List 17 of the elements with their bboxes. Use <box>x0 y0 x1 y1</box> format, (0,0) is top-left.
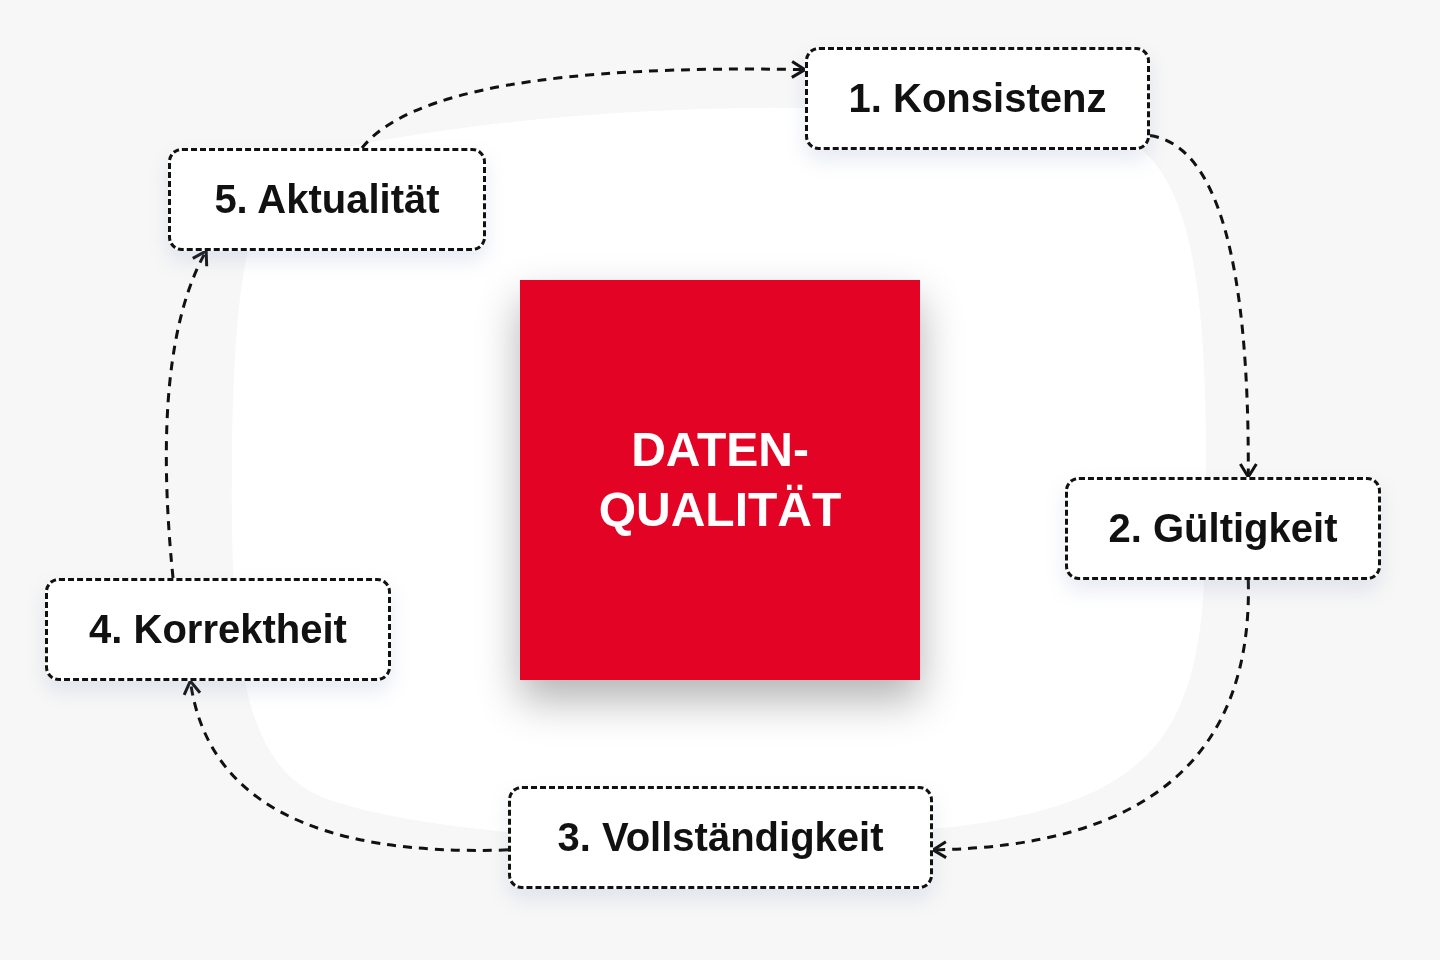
arrow <box>1149 134 1258 479</box>
node-label: 3. Vollständigkeit <box>557 815 884 860</box>
node-label: 5. Aktualität <box>214 177 440 222</box>
node-label: 2. Gültigkeit <box>1108 506 1338 551</box>
arrow <box>360 60 807 150</box>
arrow <box>931 579 1250 859</box>
process-box <box>508 786 933 889</box>
node-label: DATEN- QUALITÄT <box>597 422 843 538</box>
title-square <box>520 280 920 680</box>
process-box <box>805 47 1150 150</box>
process-box <box>45 578 391 681</box>
arrow <box>164 249 209 579</box>
node-label: 1. Konsistenz <box>848 76 1107 121</box>
arrow <box>183 679 508 852</box>
process-box <box>168 148 486 251</box>
node-label: 4. Korrektheit <box>89 607 347 652</box>
process-box <box>1065 477 1381 580</box>
